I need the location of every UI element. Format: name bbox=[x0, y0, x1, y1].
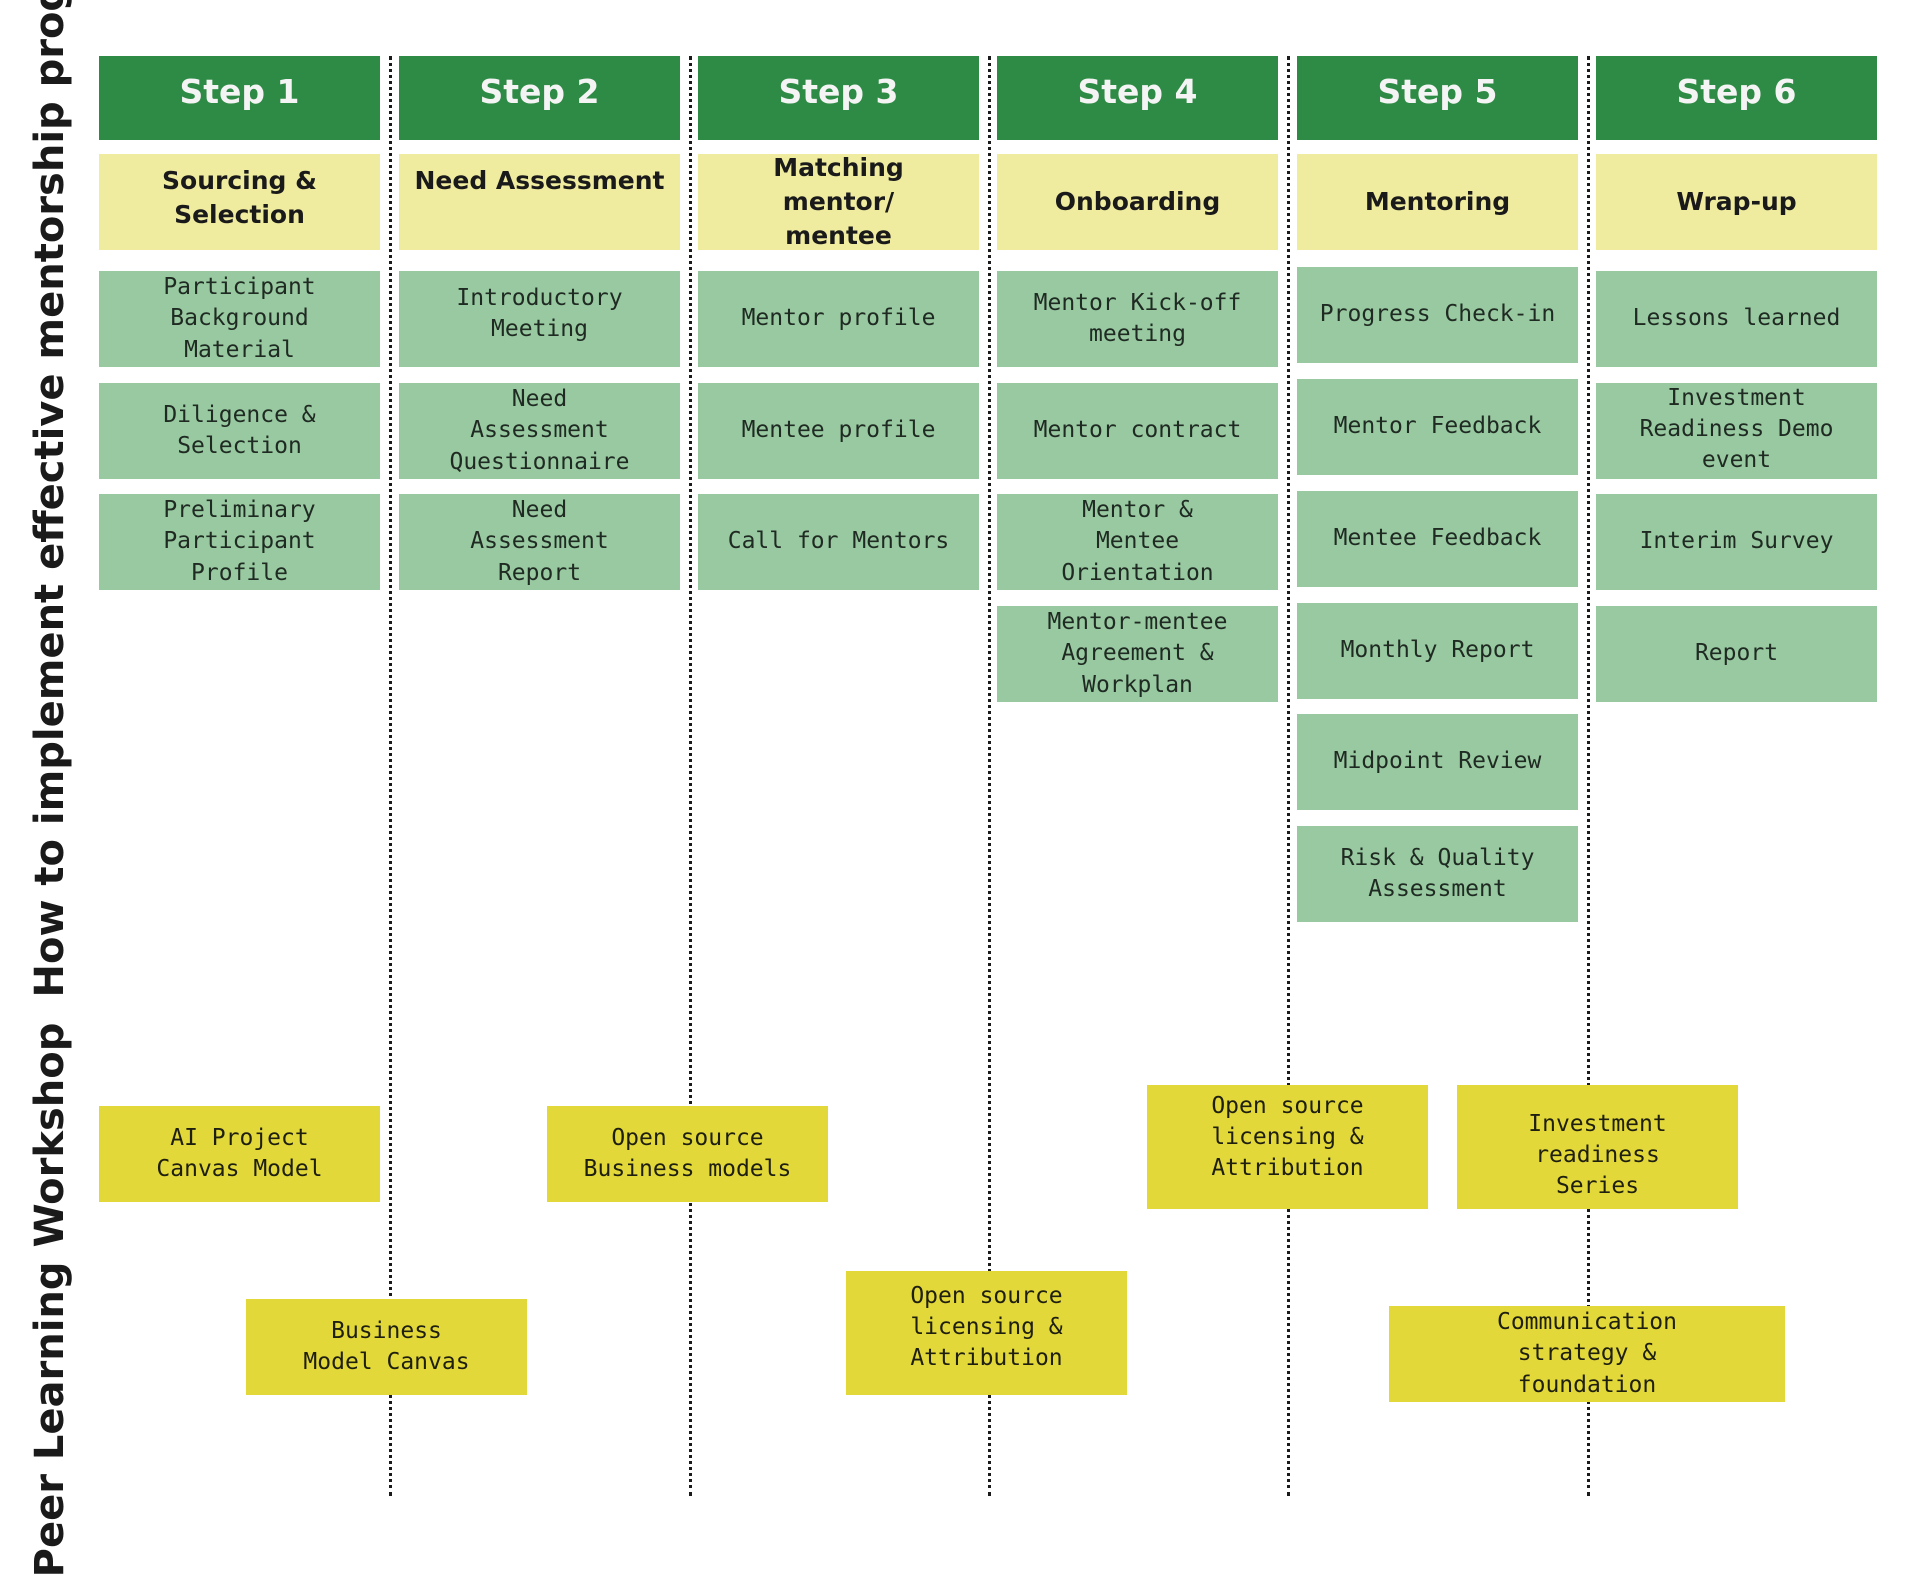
task-card: Mentor-mentee Agreement & Workplan bbox=[997, 606, 1278, 702]
task-card: Mentor & Mentee Orientation bbox=[997, 494, 1278, 590]
task-card: Midpoint Review bbox=[1297, 714, 1578, 810]
workshop-card: Business Model Canvas bbox=[246, 1299, 527, 1395]
step-6-phase: Wrap-up bbox=[1596, 154, 1877, 250]
step-3-phase: Matching mentor/ mentee bbox=[698, 153, 979, 250]
task-card: Risk & Quality Assessment bbox=[1297, 826, 1578, 922]
workshop-card: Open source licensing & Attribution bbox=[846, 1271, 1127, 1395]
task-card: Monthly Report bbox=[1297, 603, 1578, 699]
task-card: Preliminary Participant Profile bbox=[99, 494, 380, 590]
step-2-header: Step 2 bbox=[399, 56, 680, 140]
task-card: Mentor profile bbox=[698, 271, 979, 367]
column-divider bbox=[389, 56, 392, 1496]
workshop-card: AI Project Canvas Model bbox=[99, 1106, 380, 1202]
step-1-header: Step 1 bbox=[99, 56, 380, 140]
column-divider bbox=[988, 56, 991, 1496]
task-card: Lessons learned bbox=[1596, 271, 1877, 367]
step-4-header: Step 4 bbox=[997, 56, 1278, 140]
task-card: Report bbox=[1596, 606, 1877, 702]
task-card: Need Assessment Questionnaire bbox=[399, 383, 680, 479]
step-6-header: Step 6 bbox=[1596, 56, 1877, 140]
task-card: Introductory Meeting bbox=[399, 271, 680, 367]
task-card: Need Assessment Report bbox=[399, 494, 680, 590]
column-divider bbox=[1587, 56, 1590, 1496]
task-card: Progress Check-in bbox=[1297, 267, 1578, 363]
task-card: Diligence & Selection bbox=[99, 383, 380, 479]
task-card: Mentee Feedback bbox=[1297, 491, 1578, 587]
step-4-phase: Onboarding bbox=[997, 154, 1278, 250]
task-card: Mentor contract bbox=[997, 383, 1278, 479]
step-5-phase: Mentoring bbox=[1297, 154, 1578, 250]
task-card: Participant Background Material bbox=[99, 271, 380, 367]
workshop-card: Investment readiness Series bbox=[1457, 1085, 1738, 1209]
task-card: Call for Mentors bbox=[698, 494, 979, 590]
task-card: Interim Survey bbox=[1596, 494, 1877, 590]
step-5-header: Step 5 bbox=[1297, 56, 1578, 140]
workshop-card: Open source licensing & Attribution bbox=[1147, 1085, 1428, 1209]
step-1-phase: Sourcing & Selection bbox=[99, 154, 380, 250]
workshop-card: Communication strategy & foundation bbox=[1389, 1306, 1785, 1402]
task-card: Mentee profile bbox=[698, 383, 979, 479]
task-card: Mentor Feedback bbox=[1297, 379, 1578, 475]
step-3-header: Step 3 bbox=[698, 56, 979, 140]
task-card: Mentor Kick-off meeting bbox=[997, 271, 1278, 367]
task-card: Investment Readiness Demo event bbox=[1596, 383, 1877, 479]
step-2-phase: Need Assessment bbox=[399, 154, 680, 250]
workshop-card: Open source Business models bbox=[547, 1106, 828, 1202]
workshop-side-label: Peer Learning Workshop bbox=[27, 1022, 73, 1577]
column-divider bbox=[1287, 56, 1290, 1496]
column-divider bbox=[689, 56, 692, 1496]
program-side-label: How to implement effective mentorship pr… bbox=[27, 0, 73, 998]
